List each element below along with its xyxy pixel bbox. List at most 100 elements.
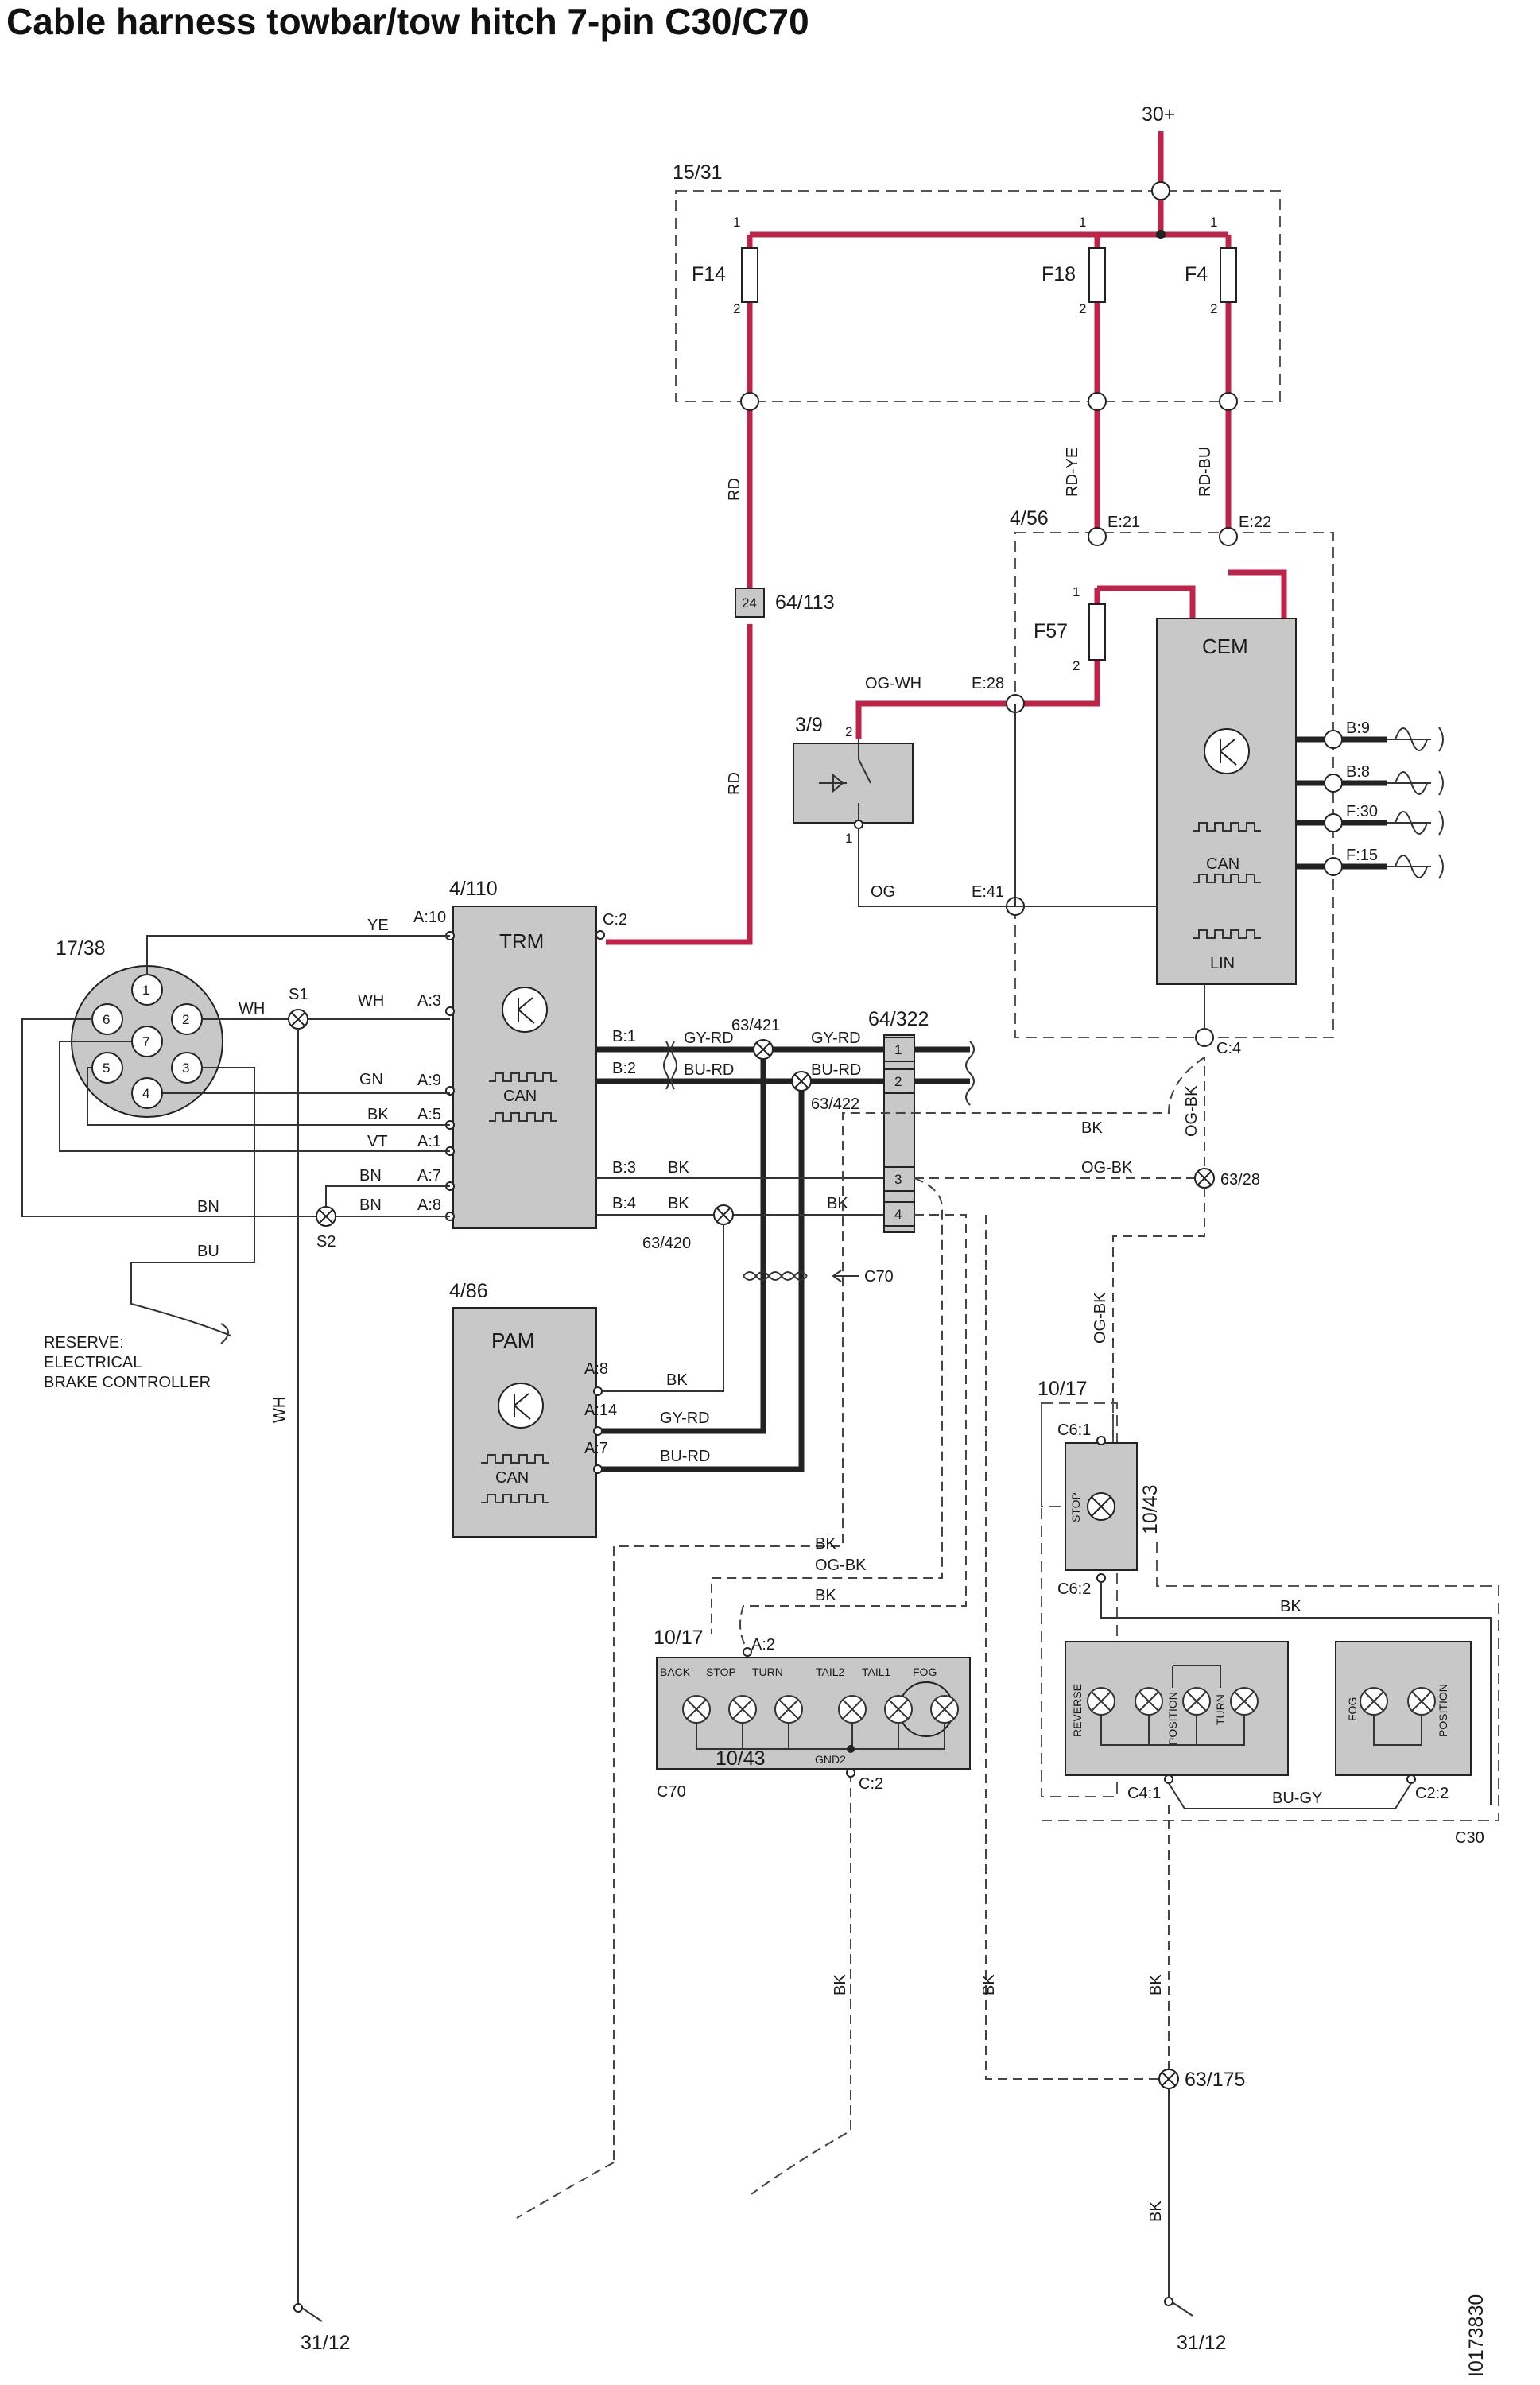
svg-text:31/12: 31/12 <box>1177 2332 1227 2354</box>
svg-text:2: 2 <box>845 724 852 739</box>
ground-splice-63-175: 63/175 BK <box>1147 2069 1245 2298</box>
svg-text:2: 2 <box>733 301 740 316</box>
trm-left-pins: A:10 A:3 A:9 A:5 A:1 A:7 A:8 <box>413 909 455 1221</box>
svg-text:BK: BK <box>832 1974 849 1995</box>
connector-64-113 <box>735 588 765 618</box>
svg-text:63/28: 63/28 <box>1220 1171 1260 1189</box>
svg-text:VT: VT <box>367 1133 388 1150</box>
ground-left: 31/12 <box>293 2303 351 2354</box>
cem-module: CEM CAN LIN <box>1156 618 1297 985</box>
svg-text:10/43: 10/43 <box>1139 1484 1162 1534</box>
c30-rear-lamps: 10/17 STOP 10/43 C6:1 C6:2 BK REVERSE PO… <box>1038 1378 1499 1847</box>
svg-text:E:22: E:22 <box>1239 514 1271 531</box>
svg-text:BRAKE CONTROLLER: BRAKE CONTROLLER <box>44 1374 211 1391</box>
svg-text:2: 2 <box>182 1012 189 1027</box>
svg-text:3/9: 3/9 <box>795 714 823 736</box>
svg-text:17/38: 17/38 <box>56 937 106 960</box>
svg-text:2: 2 <box>1079 301 1086 316</box>
svg-text:OG-WH: OG-WH <box>865 675 921 692</box>
svg-text:C6:1: C6:1 <box>1057 1421 1091 1439</box>
figure-id: I0173830 <box>1465 2294 1488 2377</box>
cem-bus-outputs: B:9 B:8 F:30 F:15 <box>1296 719 1444 879</box>
svg-text:1: 1 <box>845 831 852 846</box>
svg-text:GY-RD: GY-RD <box>684 1030 734 1047</box>
svg-text:64/113: 64/113 <box>775 591 835 614</box>
svg-text:F57: F57 <box>1034 620 1068 642</box>
svg-text:4/86: 4/86 <box>449 1280 488 1302</box>
svg-text:B:3: B:3 <box>612 1159 636 1177</box>
svg-text:POSITION: POSITION <box>1166 1692 1179 1745</box>
svg-text:4: 4 <box>142 1086 149 1101</box>
svg-text:64/322: 64/322 <box>868 1008 929 1030</box>
svg-text:TRM: TRM <box>499 929 544 953</box>
svg-text:FOG: FOG <box>1346 1697 1359 1721</box>
socket-wires: YE WH WH GN BK VT BN BN BN BU RESERVE: E… <box>21 917 450 1391</box>
svg-text:STOP: STOP <box>706 1666 736 1678</box>
svg-text:6: 6 <box>103 1012 110 1027</box>
svg-text:F18: F18 <box>1042 263 1076 285</box>
svg-text:10/43: 10/43 <box>716 1747 766 1770</box>
svg-text:F:30: F:30 <box>1346 803 1378 820</box>
svg-text:7: 7 <box>142 1034 149 1049</box>
svg-text:C70: C70 <box>657 1783 686 1801</box>
svg-text:A:1: A:1 <box>417 1133 441 1150</box>
svg-text:C:2: C:2 <box>859 1775 883 1793</box>
svg-text:FOG: FOG <box>913 1666 937 1678</box>
svg-text:15/31: 15/31 <box>673 161 723 184</box>
svg-text:CEM: CEM <box>1202 634 1248 658</box>
svg-text:BK: BK <box>668 1195 689 1212</box>
svg-text:B:9: B:9 <box>1346 719 1370 737</box>
svg-text:A:10: A:10 <box>413 909 446 926</box>
fuse-box-15-31: 15/31 30+ F14 F18 F4 1 1 1 2 2 2 <box>673 103 1281 411</box>
svg-text:30+: 30+ <box>1142 103 1175 126</box>
svg-text:YE: YE <box>367 917 389 934</box>
svg-text:F4: F4 <box>1185 263 1208 285</box>
svg-text:OG-BK: OG-BK <box>815 1557 867 1574</box>
svg-text:B:1: B:1 <box>612 1028 636 1045</box>
svg-text:BK: BK <box>1081 1119 1103 1137</box>
svg-text:1: 1 <box>1210 215 1217 230</box>
svg-text:TURN: TURN <box>1214 1694 1227 1725</box>
svg-text:2: 2 <box>1210 301 1217 316</box>
svg-text:63/421: 63/421 <box>731 1017 780 1034</box>
svg-text:GY-RD: GY-RD <box>660 1410 710 1427</box>
trm-module: 4/110 TRM CAN C:2 <box>449 878 627 1229</box>
ground-right: 31/12 <box>1164 2297 1227 2354</box>
svg-text:63/420: 63/420 <box>642 1235 691 1252</box>
svg-text:C30: C30 <box>1455 1829 1484 1847</box>
svg-text:C4:1: C4:1 <box>1127 1785 1161 1802</box>
svg-text:3: 3 <box>894 1172 902 1187</box>
svg-text:10/17: 10/17 <box>654 1627 704 1649</box>
svg-text:F:15: F:15 <box>1346 847 1378 864</box>
connector-64-322: 64/322 1 2 3 4 <box>868 1008 929 1233</box>
svg-text:1: 1 <box>894 1042 902 1057</box>
splice-s1: S1 WH <box>271 986 308 2306</box>
svg-text:BK: BK <box>980 1974 998 1995</box>
svg-text:WH: WH <box>358 992 384 1010</box>
svg-text:A:7: A:7 <box>584 1440 608 1457</box>
svg-text:24: 24 <box>742 595 757 611</box>
svg-text:A:8: A:8 <box>584 1360 608 1378</box>
svg-text:B:8: B:8 <box>1346 763 1370 781</box>
svg-text:S1: S1 <box>289 986 308 1003</box>
c70-rear-lamp: 10/17 A:2 BACK STOP TURN TAIL2 TAIL1 FOG… <box>654 1627 971 1801</box>
svg-text:3: 3 <box>182 1061 189 1076</box>
svg-text:OG: OG <box>871 883 895 901</box>
svg-text:C70: C70 <box>864 1268 894 1286</box>
svg-text:4/110: 4/110 <box>449 878 498 900</box>
svg-text:1: 1 <box>1073 584 1080 599</box>
svg-text:5: 5 <box>103 1061 110 1076</box>
svg-text:LIN: LIN <box>1210 955 1235 972</box>
svg-text:A:2: A:2 <box>751 1636 775 1654</box>
svg-text:PAM: PAM <box>491 1328 534 1352</box>
svg-text:BU-RD: BU-RD <box>660 1448 710 1465</box>
svg-text:B:4: B:4 <box>612 1195 636 1212</box>
svg-text:BACK: BACK <box>660 1666 691 1678</box>
svg-text:REVERSE: REVERSE <box>1071 1684 1084 1737</box>
svg-text:RESERVE:: RESERVE: <box>44 1334 124 1352</box>
cem-frame: 4/56 E:21 E:22 F57 1 2 E:28 E:41 <box>972 507 1334 1038</box>
svg-text:A:8: A:8 <box>417 1196 441 1214</box>
svg-text:BK: BK <box>827 1195 848 1212</box>
svg-text:E:28: E:28 <box>972 675 1004 692</box>
